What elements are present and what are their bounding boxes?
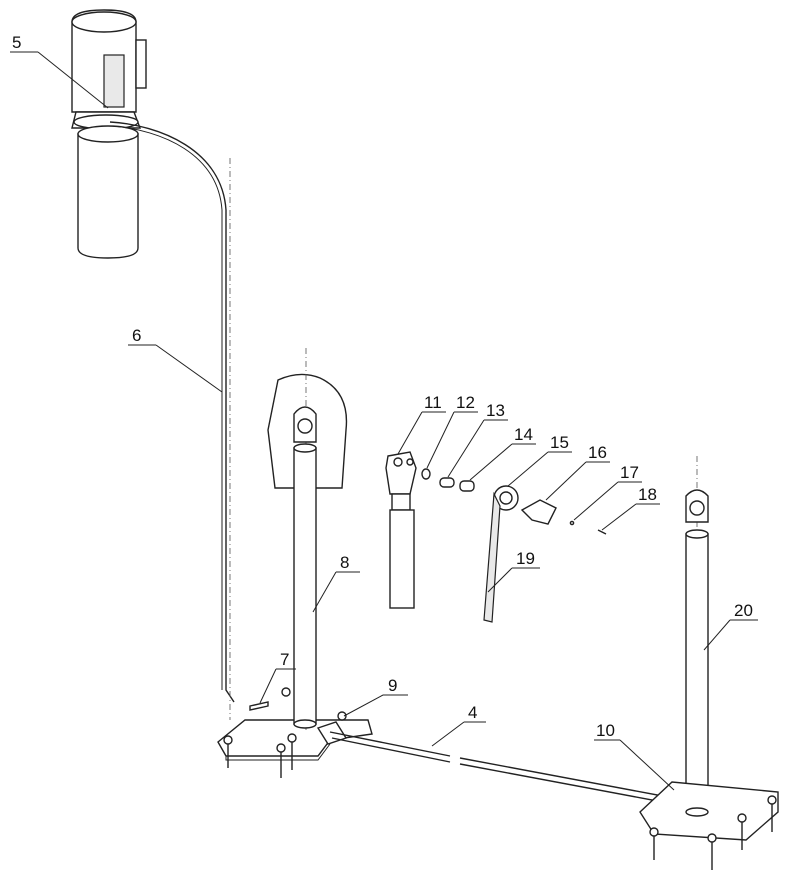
label-8: 8 xyxy=(340,553,349,572)
connecting-rod xyxy=(316,721,669,804)
label-10: 10 xyxy=(596,721,615,740)
label-14: 14 xyxy=(514,425,533,444)
label-7: 7 xyxy=(280,650,289,669)
label-11: 11 xyxy=(424,393,442,412)
left-pole xyxy=(267,348,348,730)
label-19: 19 xyxy=(516,549,535,568)
label-20: 20 xyxy=(734,601,753,620)
label-17: 17 xyxy=(620,463,639,482)
label-4: 4 xyxy=(468,703,477,722)
label-15: 15 xyxy=(550,433,569,452)
label-18: 18 xyxy=(638,485,657,504)
cable xyxy=(109,121,235,720)
right-pole xyxy=(639,456,779,870)
label-9: 9 xyxy=(388,676,397,695)
label-12: 12 xyxy=(456,393,475,412)
motor-assembly xyxy=(71,9,147,259)
leader-lines xyxy=(10,51,758,791)
label-13: 13 xyxy=(486,401,505,420)
part-labels: 5 6 7 8 9 4 10 11 12 13 14 15 16 17 18 1… xyxy=(12,33,753,740)
label-16: 16 xyxy=(588,443,607,462)
label-6: 6 xyxy=(132,326,141,345)
label-5: 5 xyxy=(12,33,21,52)
exploded-parts xyxy=(385,451,607,623)
